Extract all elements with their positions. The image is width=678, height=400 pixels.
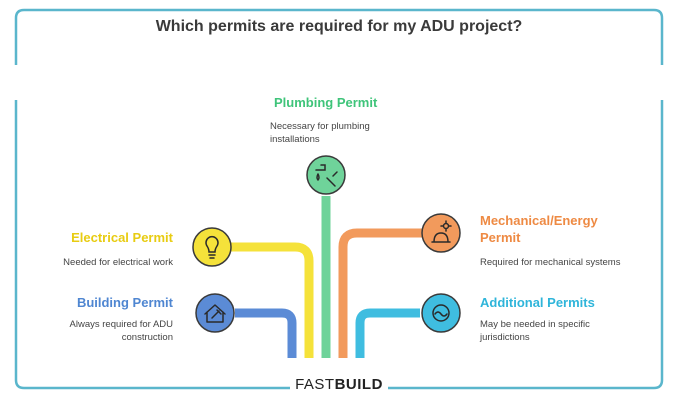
electrical-permit-desc: Needed for electrical work — [63, 257, 173, 268]
additional-permits-title: Additional Permits — [480, 295, 595, 310]
hardhat-gear-icon — [431, 220, 452, 243]
building-permit-desc: Always required for ADU construction — [20, 318, 173, 344]
fastbuild-logo: FASTBUILD — [290, 376, 388, 393]
brand-part1: FAST — [295, 376, 335, 393]
plumbing-desc-line1: Necessary for plumbing — [270, 121, 370, 132]
plumbing-permit-title: Plumbing Permit — [274, 95, 378, 110]
building-node — [195, 293, 235, 333]
mechanical-node — [421, 213, 461, 253]
lightbulb-icon — [205, 236, 219, 259]
mechanical-permit-title: Mechanical/Energy Permit — [480, 212, 598, 246]
additional-desc-line1: May be needed in specific — [480, 319, 590, 330]
building-pipe — [235, 308, 297, 358]
electrical-node — [192, 227, 232, 267]
faucet-wrench-icon — [315, 164, 338, 187]
plumbing-desc-line2: installations — [270, 134, 320, 145]
page-title: Which permits are required for my ADU pr… — [155, 18, 523, 35]
mechanical-title-line1: Mechanical/Energy — [480, 213, 598, 228]
additional-desc-line2: jurisdictions — [480, 332, 530, 343]
mechanical-pipe — [338, 228, 424, 358]
brand-part2: BUILD — [334, 376, 383, 393]
house-hammer-icon — [204, 304, 226, 323]
plumbing-permit-desc: Necessary for plumbing installations — [270, 120, 370, 146]
plumbing-node — [306, 155, 346, 195]
building-permit-title: Building Permit — [76, 295, 173, 310]
additional-pipe — [355, 308, 420, 358]
mechanical-permit-desc: Required for mechanical systems — [480, 257, 621, 268]
building-desc-line1: Always required for ADU — [69, 319, 173, 330]
headset-icon — [432, 304, 450, 322]
mechanical-title-line2: Permit — [480, 230, 521, 245]
electrical-pipe — [227, 242, 314, 358]
additional-permits-desc: May be needed in specific jurisdictions — [480, 318, 590, 344]
additional-node — [421, 293, 461, 333]
building-desc-line2: construction — [121, 332, 173, 343]
electrical-permit-title: Electrical Permit — [71, 230, 173, 245]
